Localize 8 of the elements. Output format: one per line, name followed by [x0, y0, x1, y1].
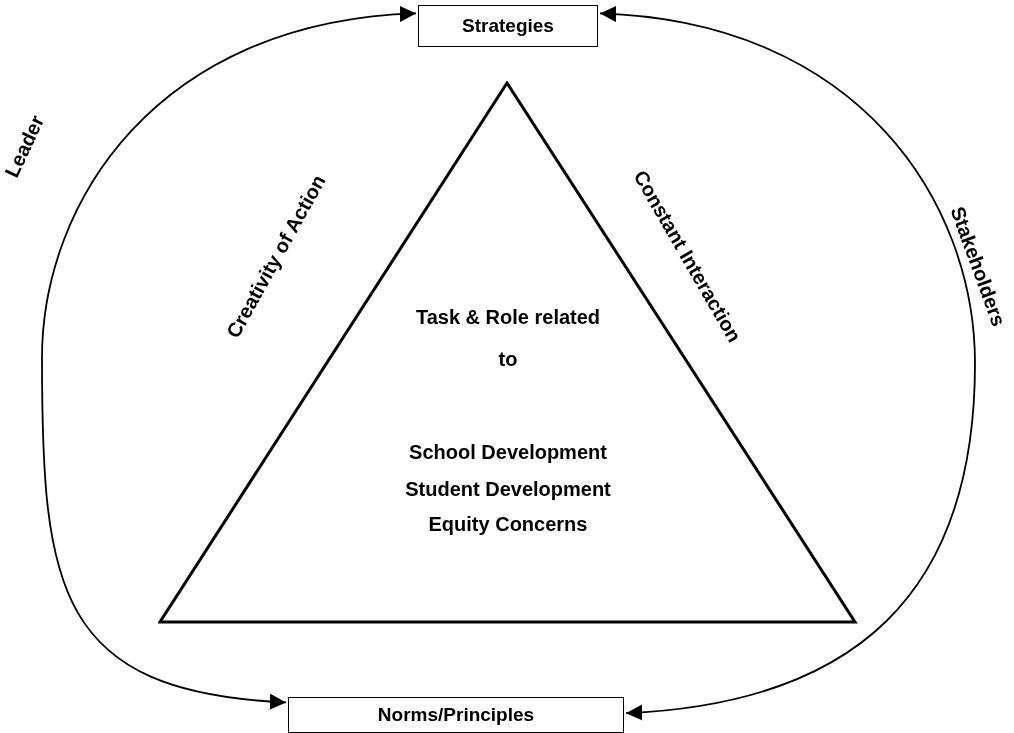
node-text: Student Development — [405, 478, 611, 500]
node-text: School Development — [409, 441, 607, 463]
node-text: Equity Concerns — [428, 513, 588, 535]
process-box: Norms/Principles — [288, 697, 624, 733]
process-box: Strategies — [418, 5, 598, 47]
node-text: Task & Role related to — [415, 306, 601, 370]
curved-arrow — [599, 6, 976, 720]
curved-arrow — [41, 6, 417, 710]
